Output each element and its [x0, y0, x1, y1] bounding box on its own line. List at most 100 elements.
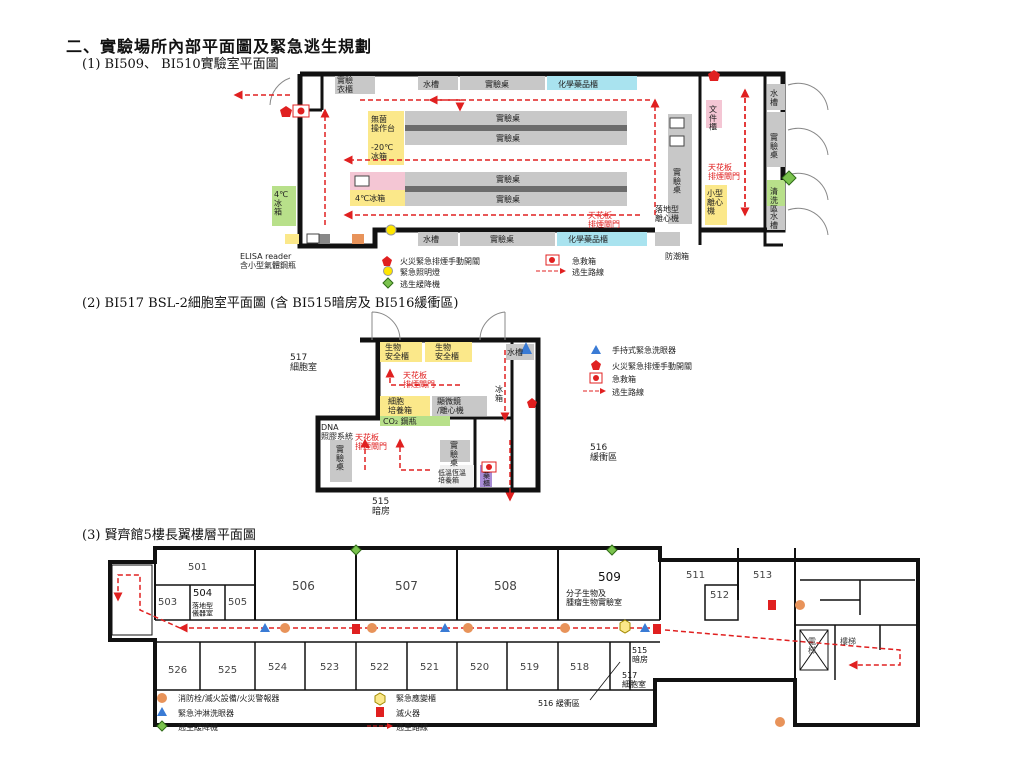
- p2-sink: 水槽: [507, 347, 523, 357]
- section3-title: (3) 賢齊館5樓長翼樓層平面圖: [82, 528, 256, 543]
- p3-leg0: 消防栓/滅火設備/火災警報器: [178, 693, 279, 703]
- p1-bench-m1: 實驗桌: [496, 113, 520, 123]
- p1-smallcf: 小型離心機: [707, 189, 723, 216]
- p1-bench-top: 實驗桌: [485, 79, 509, 89]
- p1-chem-bot: 化學藥品櫃: [568, 234, 608, 244]
- pentagon-icon: [382, 256, 392, 266]
- p1-bench-m4: 實驗桌: [496, 194, 520, 204]
- p1-wash: 清洗區: [770, 186, 778, 214]
- section2-title: (2) BI517 BSL-2細胞室平面圖 (含 BI515暗房及 BI516緩…: [82, 296, 459, 311]
- p1-sink-bot: 水槽: [423, 234, 439, 244]
- r503: 503: [158, 597, 177, 608]
- p1-sink-r2: 水槽: [770, 211, 778, 230]
- section1-title: (1) BI509、 BI510實驗室平面圖: [82, 57, 279, 72]
- p1-freezer: -20℃冰箱: [371, 143, 393, 161]
- stair: 樓梯: [840, 636, 856, 646]
- descender-icon: [156, 720, 168, 732]
- p2-bsc1: 生物安全櫃: [385, 342, 409, 361]
- p2-bench2: 實驗桌: [450, 440, 458, 468]
- r523: 523: [320, 662, 339, 673]
- p2-bench1: 實驗桌: [336, 444, 344, 472]
- r504-sub: 落地型儀器室: [192, 601, 213, 618]
- p1-doc: 文件櫃: [709, 104, 717, 132]
- p1-ceiling1: 天花板排煙閘門: [708, 162, 740, 181]
- p1-bench-m3: 實驗桌: [496, 174, 520, 184]
- r509-sub: 分子生物及腫瘤生物實驗室: [566, 588, 622, 607]
- p2-fridge: 冰箱: [495, 384, 503, 403]
- p1-chem-top: 化學藥品櫃: [558, 79, 598, 89]
- r504: 504: [193, 588, 212, 599]
- r526: 526: [168, 665, 187, 676]
- p3-leg2: 緊急沖淋洗眼器: [178, 708, 234, 718]
- hydrant-icon: [157, 693, 167, 703]
- p2-bsc2: 生物安全櫃: [435, 342, 459, 361]
- p1-sink-r1: 水槽: [770, 88, 778, 107]
- p3-leg3: 滅火器: [396, 708, 420, 718]
- p2-leg0: 手持式緊急洗眼器: [612, 345, 676, 355]
- r507: 507: [395, 579, 418, 593]
- r512: 512: [710, 590, 729, 601]
- plan1-labels: 實驗衣櫃 水槽 實驗桌 化學藥品櫃 水槽 實驗桌 清洗區 水槽 無菌操作台 -2…: [240, 75, 778, 270]
- r501: 501: [188, 562, 207, 573]
- p2-micro: 顯微鏡/離心機: [437, 396, 464, 415]
- r519: 519: [520, 662, 539, 673]
- plan3-legend: 消防栓/滅火設備/火災警報器 緊急應變櫃 緊急沖淋洗眼器 滅火器 逃生緩降機 逃…: [156, 692, 436, 732]
- r513: 513: [753, 570, 772, 581]
- p2-leg2: 急救箱: [612, 374, 636, 384]
- p1-bench-m2: 實驗桌: [496, 133, 520, 143]
- p1-fridge4b: 4℃冰箱: [274, 190, 288, 217]
- plan1-legend: 火災緊急排煙手動開關 急救箱 緊急照明燈 逃生路線 逃生緩降機: [382, 254, 604, 289]
- p3-leg1: 緊急應變櫃: [396, 693, 436, 703]
- p2-incub: 細胞培養箱: [388, 396, 412, 415]
- r520: 520: [470, 662, 489, 673]
- r509: 509: [598, 570, 621, 584]
- p1-fridge4: 4℃冰箱: [355, 193, 385, 203]
- p1-leg1: 急救箱: [572, 256, 596, 266]
- plan2-legend: 手持式緊急洗眼器 火災緊急排煙手動開關 急救箱 逃生路線: [583, 345, 692, 397]
- p2-ceiling2: 天花板排煙閘門: [355, 432, 387, 451]
- p1-bench-r: 實驗桌: [770, 132, 778, 160]
- diamond-icon: [382, 277, 394, 289]
- r524: 524: [268, 662, 287, 673]
- p2-leg3: 逃生路線: [612, 387, 644, 397]
- cabinet-icon: [374, 692, 386, 706]
- r505: 505: [228, 597, 247, 608]
- r508: 508: [494, 579, 517, 593]
- extinguisher-icon: [376, 707, 384, 717]
- buffer516: 516 緩衝區: [538, 698, 580, 708]
- p1-moisture: 防潮箱: [665, 251, 689, 261]
- r511: 511: [686, 570, 705, 581]
- elev: 電梯: [808, 637, 816, 655]
- eyewash-icon: [591, 345, 601, 354]
- shower-icon: [157, 707, 167, 716]
- r506: 506: [292, 579, 315, 593]
- r525: 525: [218, 665, 237, 676]
- pentagon-icon: [591, 360, 601, 370]
- p1-ceiling2: 天花板排煙閘門: [588, 210, 620, 229]
- p3-leg5: 逃生路線: [396, 722, 428, 732]
- p1-clean: 無菌操作台: [371, 114, 395, 133]
- p2-ceiling: 天花板排煙閘門: [403, 370, 435, 389]
- p2-co2: CO₂ 鋼瓶: [383, 416, 417, 426]
- p3-leg4: 逃生緩降機: [178, 722, 218, 732]
- p2-lowtemp: 低溫恆溫培養箱: [438, 468, 466, 485]
- p1-bench-bot: 實驗桌: [490, 234, 514, 244]
- p2-leg1: 火災緊急排煙手動開關: [612, 361, 692, 371]
- p1-centrifuge: 落地型離心機: [655, 204, 679, 223]
- light-icon: [383, 266, 393, 276]
- page-heading: 二、實驗場所內部平面圖及緊急逃生規劃: [66, 37, 373, 56]
- r521: 521: [420, 662, 439, 673]
- p1-leg0: 火災緊急排煙手動開關: [400, 256, 480, 266]
- plan3: [108, 544, 920, 727]
- p1-leg2: 緊急照明燈: [400, 267, 440, 277]
- p2-cab: 藥櫃: [483, 471, 490, 488]
- plan2: [315, 311, 541, 502]
- p1-coat: 實驗衣櫃: [337, 75, 353, 94]
- plan1: [233, 70, 829, 249]
